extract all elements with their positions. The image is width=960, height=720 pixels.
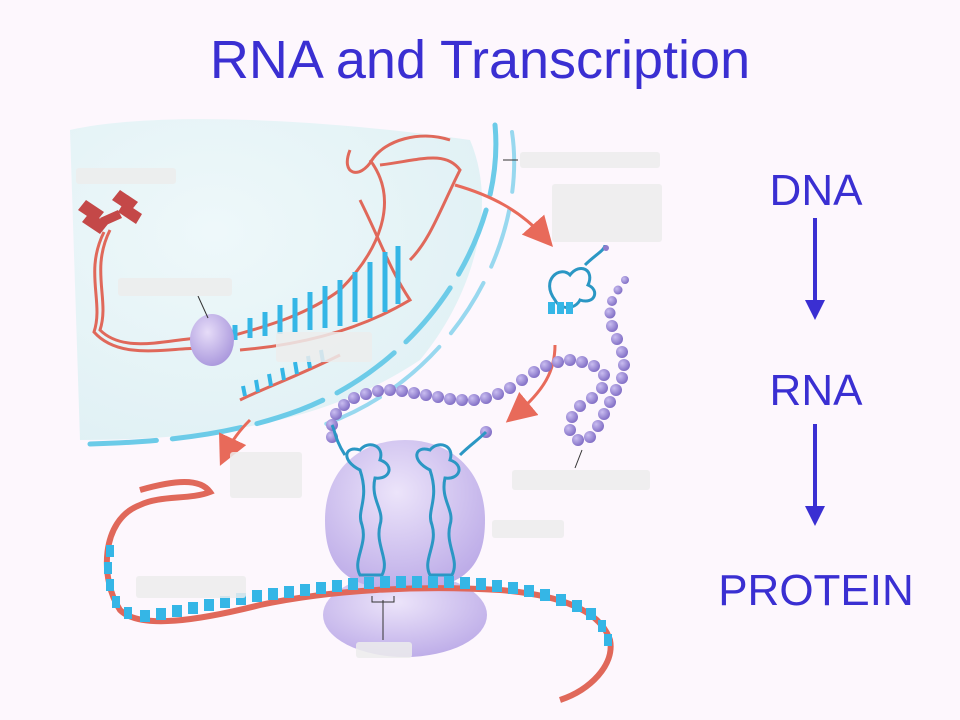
flow-step-protein: PROTEIN — [718, 566, 914, 615]
blank-label-polymerase — [118, 278, 232, 296]
flow-arrow-dna-to-rna — [805, 218, 825, 320]
chromosome — [78, 190, 142, 234]
flow-step-dna: DNA — [769, 166, 863, 215]
mrna-strand — [103, 479, 614, 703]
process-arrows — [219, 183, 557, 466]
blank-label-polypeptide — [512, 470, 650, 490]
trna-in-ribosome — [330, 424, 488, 577]
blank-label-rna-strand — [276, 332, 372, 362]
blank-label-ribosome — [492, 520, 564, 538]
ribosome — [323, 440, 487, 657]
blank-label-codon-strand — [136, 576, 246, 598]
trna-free — [548, 244, 609, 309]
blank-label-mrna — [230, 452, 302, 498]
blank-label-chromosome — [76, 168, 176, 184]
page-title: RNA and Transcription — [209, 30, 751, 90]
flow-arrow-rna-to-protein — [805, 424, 825, 526]
rna-polymerase — [190, 314, 234, 366]
blank-label-transcription — [552, 184, 662, 242]
blank-label-membrane — [520, 152, 660, 168]
flow-step-rna: RNA — [769, 366, 863, 415]
trna-anticodon — [548, 302, 573, 314]
nucleus — [70, 119, 482, 440]
rna-bases-on-template — [232, 246, 401, 340]
dna-double-helix — [92, 134, 462, 353]
blank-label-codon — [356, 642, 412, 658]
nuclear-membrane — [87, 122, 517, 447]
mrna-codons — [104, 545, 612, 646]
leader-lines — [197, 159, 583, 640]
